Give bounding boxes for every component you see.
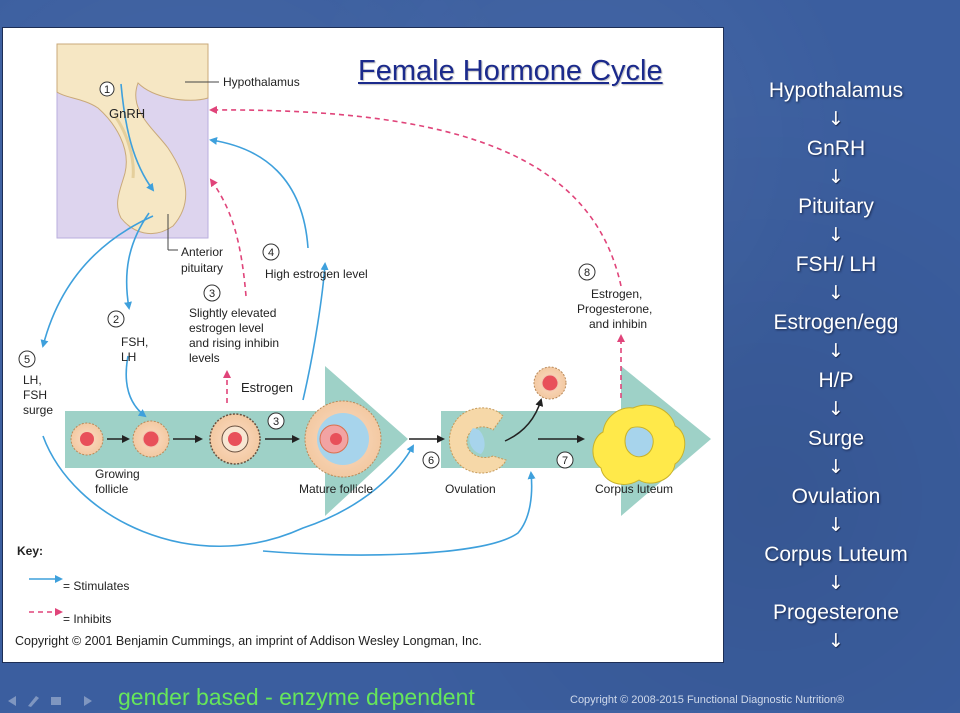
diagram-copyright: Copyright © 2001 Benjamin Cummings, an i… — [15, 634, 482, 648]
label-surge-3: surge — [23, 403, 53, 417]
svg-text:6: 6 — [428, 455, 434, 467]
released-egg — [533, 366, 567, 400]
ovulating-follicle — [448, 407, 507, 474]
label-mature: Mature follicle — [299, 482, 373, 496]
flow-arrow: ↓ — [828, 224, 844, 246]
label-anterior: Anterior — [181, 245, 223, 259]
corpus-luteum — [592, 404, 686, 485]
follicle-stage-1 — [70, 422, 104, 456]
flow-arrow: ↓ — [828, 514, 844, 536]
diagram-key: Key: = Stimulates = Inhibits Copyright ©… — [15, 544, 482, 648]
menu-icon — [51, 697, 61, 705]
diagram-title: Female Hormone Cycle — [358, 55, 663, 87]
svg-text:2: 2 — [113, 314, 119, 326]
label-surge-1: LH, — [23, 373, 42, 387]
flow-item: GnRH — [806, 137, 866, 160]
pen-icon — [28, 696, 39, 707]
label-hypothalamus: Hypothalamus — [223, 75, 300, 89]
label-fsh-lh-2: LH — [121, 350, 136, 364]
flow-arrow: ↓ — [828, 108, 844, 130]
previous-slide-icon — [8, 696, 16, 706]
step-4-marker: 4 — [262, 243, 280, 261]
progression-arrows — [107, 398, 585, 443]
label-surge-2: FSH — [23, 388, 47, 402]
flow-item: FSH/ LH — [795, 253, 877, 276]
step-1-marker: 1 — [99, 81, 115, 97]
flow-arrow: ↓ — [828, 630, 844, 652]
flow-arrow: ↓ — [828, 166, 844, 188]
label-slightly-4: levels — [189, 351, 220, 365]
key-inhibits: = Inhibits — [63, 612, 111, 626]
label-corpus-luteum: Corpus luteum — [595, 482, 673, 496]
diagram-labels: Hypothalamus GnRH Anterior pituitary FSH… — [23, 75, 673, 496]
svg-text:4: 4 — [268, 247, 274, 259]
svg-text:3: 3 — [273, 416, 279, 428]
mature-follicle — [304, 400, 382, 478]
label-ep-3: and inhibin — [589, 317, 647, 331]
label-ep-2: Progesterone, — [577, 302, 652, 316]
flow-arrow: ↓ — [828, 340, 844, 362]
diagram-panel: Hypothalamus GnRH Anterior pituitary FSH… — [2, 27, 724, 663]
flow-arrow: ↓ — [828, 456, 844, 478]
step-5-marker: 5 — [18, 350, 36, 368]
label-growing-2: follicle — [95, 482, 129, 496]
flow-item: Surge — [807, 427, 865, 450]
flow-arrow: ↓ — [828, 572, 844, 594]
key-stimulates: = Stimulates — [63, 579, 129, 593]
flow-item: Estrogen/egg — [773, 311, 899, 334]
label-ovulation: Ovulation — [445, 482, 496, 496]
hormone-cycle-diagram: Hypothalamus GnRH Anterior pituitary FSH… — [15, 43, 711, 648]
flow-item: H/P — [818, 369, 854, 392]
svg-text:8: 8 — [584, 267, 590, 279]
slide-nav-controls[interactable] — [6, 694, 106, 713]
brain-region — [56, 43, 209, 239]
step-3b-marker: 3 — [267, 412, 285, 430]
label-fsh-lh-1: FSH, — [121, 335, 148, 349]
label-slightly-3: and rising inhibin — [189, 336, 279, 350]
flow-item: Progesterone — [772, 601, 900, 624]
hormone-flow-list: Hypothalamus ↓ GnRH ↓ Pituitary ↓ FSH/ LH ↓ Estr… — [727, 78, 945, 658]
next-slide-icon — [84, 696, 92, 706]
svg-text:7: 7 — [562, 455, 568, 467]
flow-arrow: ↓ — [828, 282, 844, 304]
flow-item: Corpus Luteum — [764, 543, 908, 566]
flow-item: Hypothalamus — [768, 79, 904, 102]
step-7-marker: 7 — [556, 451, 574, 469]
svg-text:3: 3 — [209, 288, 215, 300]
flow-item: Pituitary — [798, 195, 874, 218]
label-estrogen: Estrogen — [241, 380, 293, 395]
follicle-stage-3 — [209, 413, 261, 465]
svg-text:1: 1 — [104, 84, 110, 96]
label-high-estrogen: High estrogen level — [265, 267, 368, 281]
label-pituitary: pituitary — [181, 261, 223, 275]
footer-copyright: Copyright © 2008-2015 Functional Diagnos… — [570, 694, 845, 706]
step-markers: 1 2 3 3 4 5 6 7 8 — [18, 81, 596, 469]
footer-caption: gender based - enzyme dependent — [118, 684, 475, 710]
stimulates-arrows — [29, 83, 536, 583]
inhibits-arrows — [29, 105, 625, 616]
label-gnrh: GnRH — [109, 106, 145, 121]
step-6-marker: 6 — [422, 451, 440, 469]
label-slightly-1: Slightly elevated — [189, 306, 276, 320]
step-8-marker: 8 — [578, 263, 596, 281]
key-title: Key: — [17, 544, 43, 558]
flow-item: Ovulation — [791, 485, 881, 508]
svg-text:5: 5 — [24, 354, 30, 366]
flow-arrow: ↓ — [828, 398, 844, 420]
label-ep-1: Estrogen, — [591, 287, 642, 301]
label-growing-1: Growing — [95, 467, 140, 481]
follicle-stage-2 — [132, 420, 170, 458]
step-3-marker: 3 — [203, 284, 221, 302]
step-2-marker: 2 — [107, 310, 125, 328]
label-slightly-2: estrogen level — [189, 321, 264, 335]
